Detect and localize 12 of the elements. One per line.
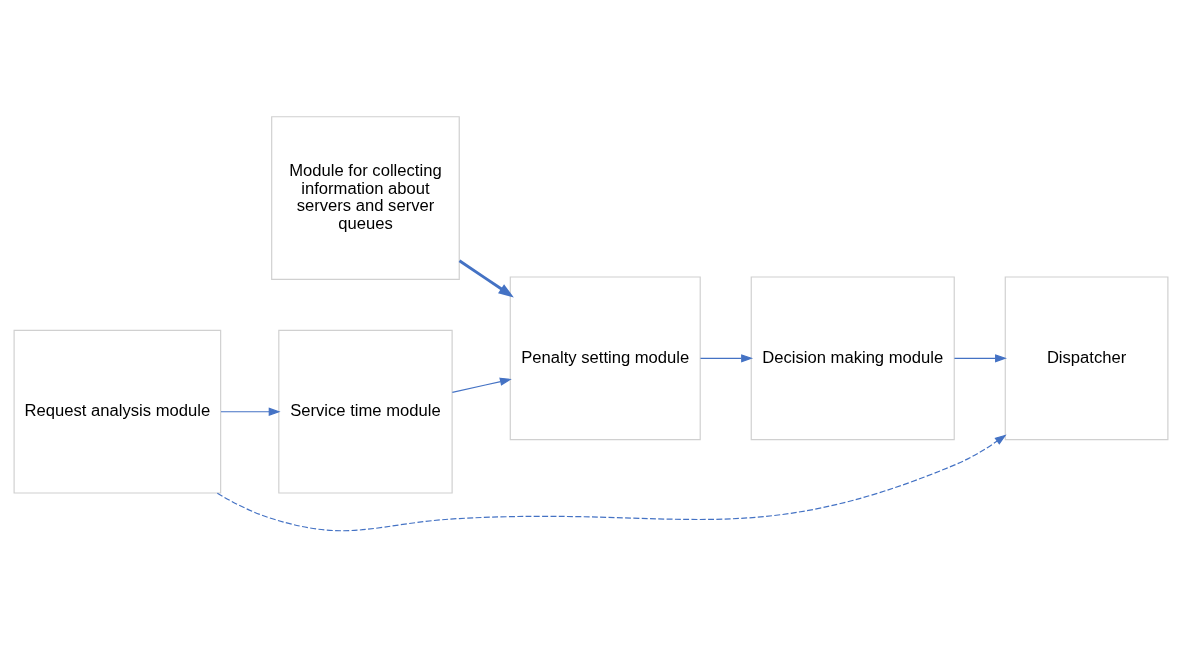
- node-box: Dispatcher: [1004, 276, 1169, 441]
- arrow: [220, 407, 281, 416]
- arrow: [451, 377, 512, 394]
- arrow: [699, 354, 753, 363]
- arrow: [458, 259, 514, 298]
- node-box: Penalty setting module: [509, 276, 701, 441]
- node-box: Service time module: [278, 329, 453, 494]
- node-box: Decision making module: [750, 276, 955, 441]
- arrow: [953, 354, 1007, 363]
- node-box: Request analysis module: [13, 329, 222, 494]
- arrow: [216, 434, 1007, 532]
- node-box: Module for collecting information about servers and server queues: [271, 116, 460, 280]
